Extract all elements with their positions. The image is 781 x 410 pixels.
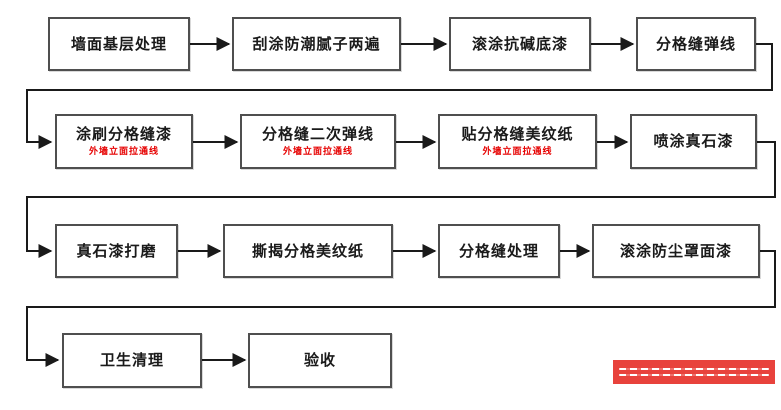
step-label: 撕揭分格美纹纸	[251, 241, 364, 260]
step-cleanup: 卫生清理	[62, 333, 202, 388]
step-label: 卫生清理	[99, 351, 164, 370]
step-label: 墙面基层处理	[70, 34, 167, 53]
step-groove-treatment: 分格缝处理	[438, 224, 560, 278]
step-label: 刮涂防潮腻子两遍	[252, 34, 381, 53]
step-label: 分格缝弹线	[655, 34, 736, 53]
step-groove-second-chalk-line: 分格缝二次弹线 外墙立面拉通线	[240, 114, 396, 169]
step-wall-base-prep: 墙面基层处理	[48, 17, 190, 71]
step-label: 分格缝处理	[458, 241, 539, 260]
step-note: 外墙立面拉通线	[88, 146, 159, 157]
step-note: 外墙立面拉通线	[282, 146, 353, 157]
step-apply-masking-tape: 贴分格缝美纹纸 外墙立面拉通线	[438, 114, 597, 169]
step-moistureproof-putty-two-coats: 刮涂防潮腻子两遍	[232, 17, 401, 71]
step-remove-masking-tape: 撕揭分格美纹纸	[223, 224, 393, 278]
step-label: 验收	[303, 351, 336, 370]
step-label: 贴分格缝美纹纸	[461, 125, 574, 144]
step-spray-stone-paint: 喷涂真石漆	[630, 114, 757, 169]
watermark-text-line	[619, 368, 769, 370]
step-groove-chalk-line: 分格缝弹线	[636, 17, 756, 71]
connector-row2-row3	[26, 141, 776, 258]
connector-row1-row2	[26, 43, 773, 149]
step-acceptance: 验收	[248, 333, 392, 388]
watermark-banner	[613, 360, 775, 384]
step-label: 喷涂真石漆	[653, 132, 734, 151]
step-label: 滚涂抗碱底漆	[471, 34, 568, 53]
step-stone-paint-sanding: 真石漆打磨	[55, 224, 178, 278]
step-label: 真石漆打磨	[76, 241, 157, 260]
step-dustproof-topcoat: 滚涂防尘罩面漆	[592, 224, 760, 278]
step-label: 分格缝二次弹线	[261, 125, 374, 144]
step-note: 外墙立面拉通线	[482, 146, 553, 157]
step-anti-alkali-primer: 滚涂抗碱底漆	[449, 17, 591, 71]
connector-row3-row4	[26, 250, 776, 367]
watermark-text-line	[619, 374, 769, 376]
step-label: 涂刷分格缝漆	[75, 125, 172, 144]
step-label: 滚涂防尘罩面漆	[619, 241, 732, 260]
step-paint-groove-paint: 涂刷分格缝漆 外墙立面拉通线	[55, 114, 193, 169]
